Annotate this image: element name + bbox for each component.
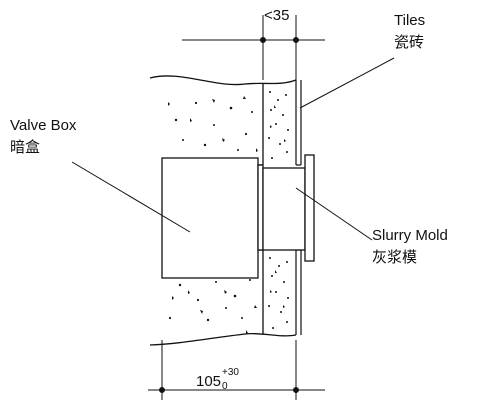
bottom-dimension-base: 105 bbox=[196, 373, 221, 390]
leader-lines bbox=[71, 57, 395, 241]
valve-box bbox=[161, 157, 264, 279]
top-dimension bbox=[182, 15, 325, 80]
valve-box-label-en: Valve Box bbox=[10, 117, 77, 134]
bottom-dimension bbox=[148, 340, 325, 400]
tiles-label-zh: 瓷砖 bbox=[394, 34, 424, 51]
tiles-label-en: Tiles bbox=[394, 12, 425, 29]
mortar-layer bbox=[262, 84, 289, 334]
bottom-dimension-upper: +30 bbox=[222, 367, 239, 378]
slurry-mold-label-zh: 灰浆模 bbox=[372, 248, 417, 266]
bottom-dimension-lower: 0 bbox=[222, 381, 228, 392]
tile-layer bbox=[295, 80, 302, 335]
slurry-mold-label-en: Slurry Mold bbox=[372, 227, 448, 244]
valve-box-label-zh: 暗盒 bbox=[10, 139, 40, 156]
concrete-hatch bbox=[168, 96, 258, 334]
slurry-mold bbox=[262, 154, 315, 262]
top-dimension-label: <35 bbox=[264, 7, 289, 24]
